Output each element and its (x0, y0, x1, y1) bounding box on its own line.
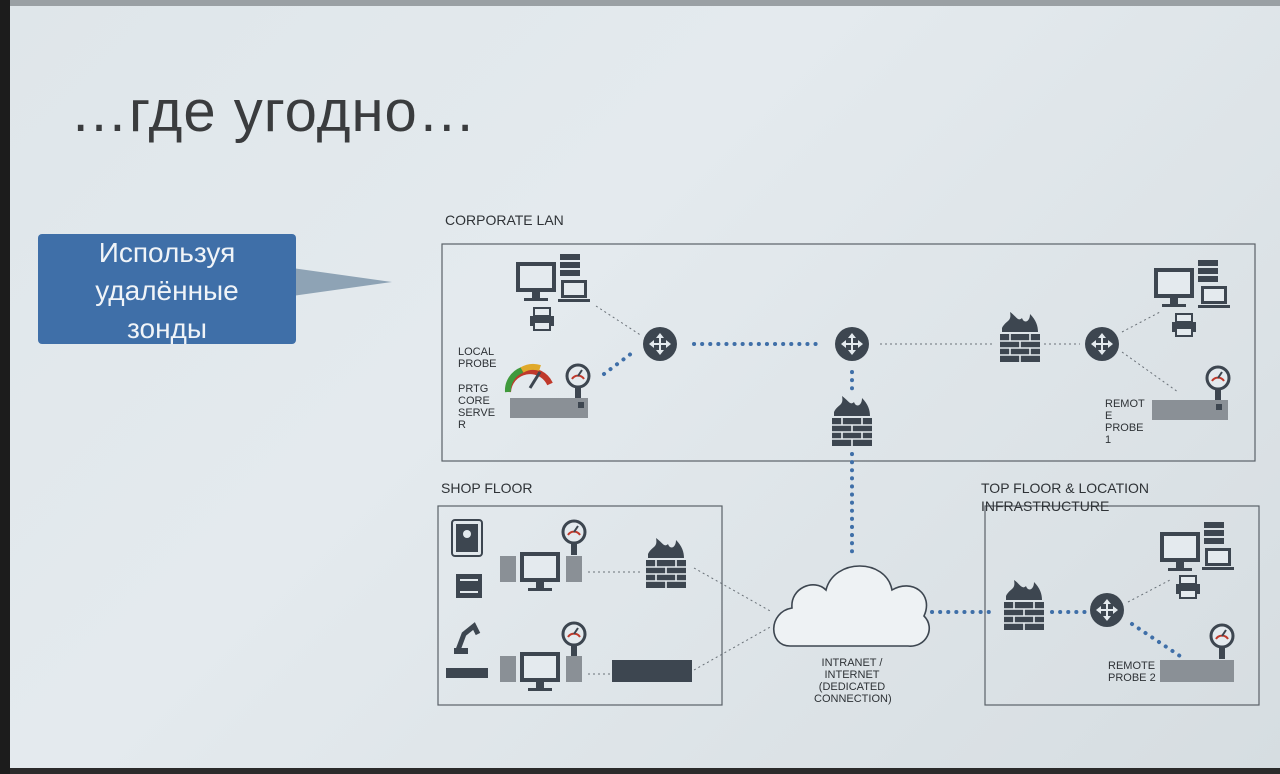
server-led (578, 402, 584, 408)
label-local-probe: LOCAL PROBE (458, 346, 497, 370)
robot-arm-icon (454, 622, 481, 654)
router-icon (834, 326, 870, 362)
firewall-icon (645, 537, 687, 589)
label-prtg-core-server: PRTG CORE SERVE R (458, 383, 496, 431)
primary-links (602, 342, 1182, 658)
monitor-icon (520, 652, 560, 691)
shop-floor-box (437, 505, 723, 706)
callout-line-3: зонды (126, 313, 208, 344)
monitor-icon (1160, 532, 1200, 571)
router-icon (1089, 592, 1125, 628)
remote-probe-1-box (1152, 400, 1228, 420)
cloud-icon (773, 565, 930, 647)
server-rack-icon (1204, 522, 1224, 544)
monitor-icon (1154, 268, 1194, 307)
device-block (500, 656, 516, 682)
presentation-slide (10, 6, 1280, 768)
touch-panel-icon (451, 519, 483, 557)
monitor-icon (516, 262, 556, 301)
section-top-floor: TOP FLOOR & LOCATION INFRASTRUCTURE (981, 480, 1150, 514)
printer-icon (1171, 313, 1197, 337)
printer-icon (529, 307, 555, 331)
laptop-icon (1198, 286, 1230, 308)
thin-links (588, 305, 1179, 675)
label-intranet: INTRANET / INTERNET (DEDICATED CONNECTIO… (814, 657, 892, 705)
slide-title: …где угодно… (70, 79, 477, 144)
probe-gauge-icon (565, 363, 591, 401)
callout-line-2: удалённые (95, 275, 239, 306)
label-remote-probe-1: REMOT E PROBE 1 (1105, 398, 1145, 446)
label-remote-probe-2: REMOTE PROBE 2 (1108, 660, 1156, 684)
callout-pointer (292, 268, 392, 296)
core-server-box (510, 398, 588, 418)
firewall-icon (1003, 579, 1045, 631)
probe-gauge-icon (561, 519, 587, 557)
firewall-icon (831, 395, 873, 447)
router-icon (1084, 326, 1120, 362)
server-led (1216, 404, 1222, 410)
device-block (566, 656, 582, 682)
corporate-lan-box (441, 243, 1256, 462)
plc-module-icon (456, 574, 482, 598)
printer-icon (1175, 575, 1201, 599)
screen-top-edge (0, 0, 1280, 6)
router-icon (642, 326, 678, 362)
firewall-icon (999, 311, 1041, 363)
probe-gauge-icon (1209, 623, 1235, 661)
callout-box: Используя удалённые зонды (38, 234, 296, 344)
remote-probe-2-box (1160, 660, 1234, 682)
device-bar-icon (446, 668, 488, 678)
probe-gauge-icon (561, 621, 587, 659)
top-floor-box (984, 505, 1260, 706)
laptop-icon (1202, 548, 1234, 570)
laptop-icon (558, 280, 590, 302)
server-rack-icon (1198, 260, 1218, 282)
section-shop-floor: SHOP FLOOR (441, 480, 533, 496)
screen-left-edge (0, 0, 10, 774)
section-corporate-lan: CORPORATE LAN (445, 212, 564, 228)
callout-line-1: Используя (98, 237, 236, 268)
speedometer-icon (504, 363, 553, 393)
server-unit-icon (612, 660, 692, 682)
device-block (500, 556, 516, 582)
monitor-icon (520, 552, 560, 591)
probe-gauge-icon (1205, 365, 1231, 403)
server-rack-icon (560, 254, 580, 276)
device-block (566, 556, 582, 582)
